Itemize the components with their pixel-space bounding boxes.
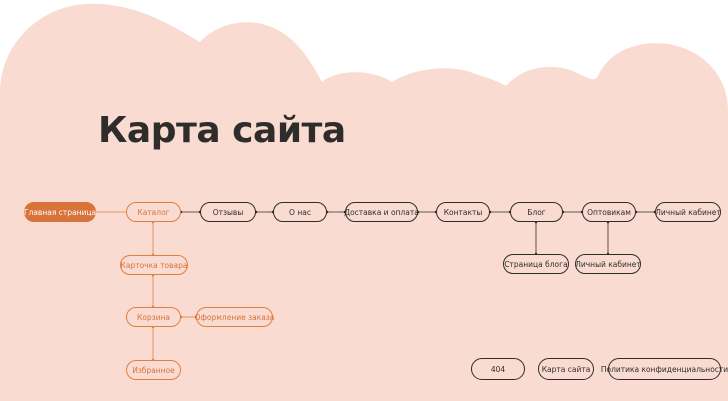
node-favorites[interactable]: Избранное <box>126 360 181 380</box>
node-404[interactable]: 404 <box>471 358 525 380</box>
node-product-card[interactable]: Карточка товара <box>120 255 188 275</box>
node-blog[interactable]: Блог <box>510 202 563 222</box>
node-delivery[interactable]: Доставка и оплата <box>344 202 419 222</box>
node-cart[interactable]: Корзина <box>126 307 181 327</box>
node-about[interactable]: О нас <box>273 202 327 222</box>
node-sitemap[interactable]: Карта сайта <box>538 358 594 380</box>
node-account[interactable]: Личный кабинет <box>655 202 721 222</box>
node-blog-page[interactable]: Страница блога <box>503 254 569 274</box>
node-privacy[interactable]: Политика конфиденциальности <box>601 358 728 380</box>
node-reviews[interactable]: Отзывы <box>200 202 256 222</box>
node-account-sub[interactable]: Личный кабинет <box>575 254 641 274</box>
node-home[interactable]: Главная страница <box>24 202 96 222</box>
node-wholesale[interactable]: Оптовикам <box>582 202 636 222</box>
node-contacts[interactable]: Контакты <box>436 202 490 222</box>
node-catalog[interactable]: Каталог <box>126 202 181 222</box>
node-checkout[interactable]: Оформление заказа <box>195 307 274 327</box>
page-title: Карта сайта <box>98 110 346 151</box>
